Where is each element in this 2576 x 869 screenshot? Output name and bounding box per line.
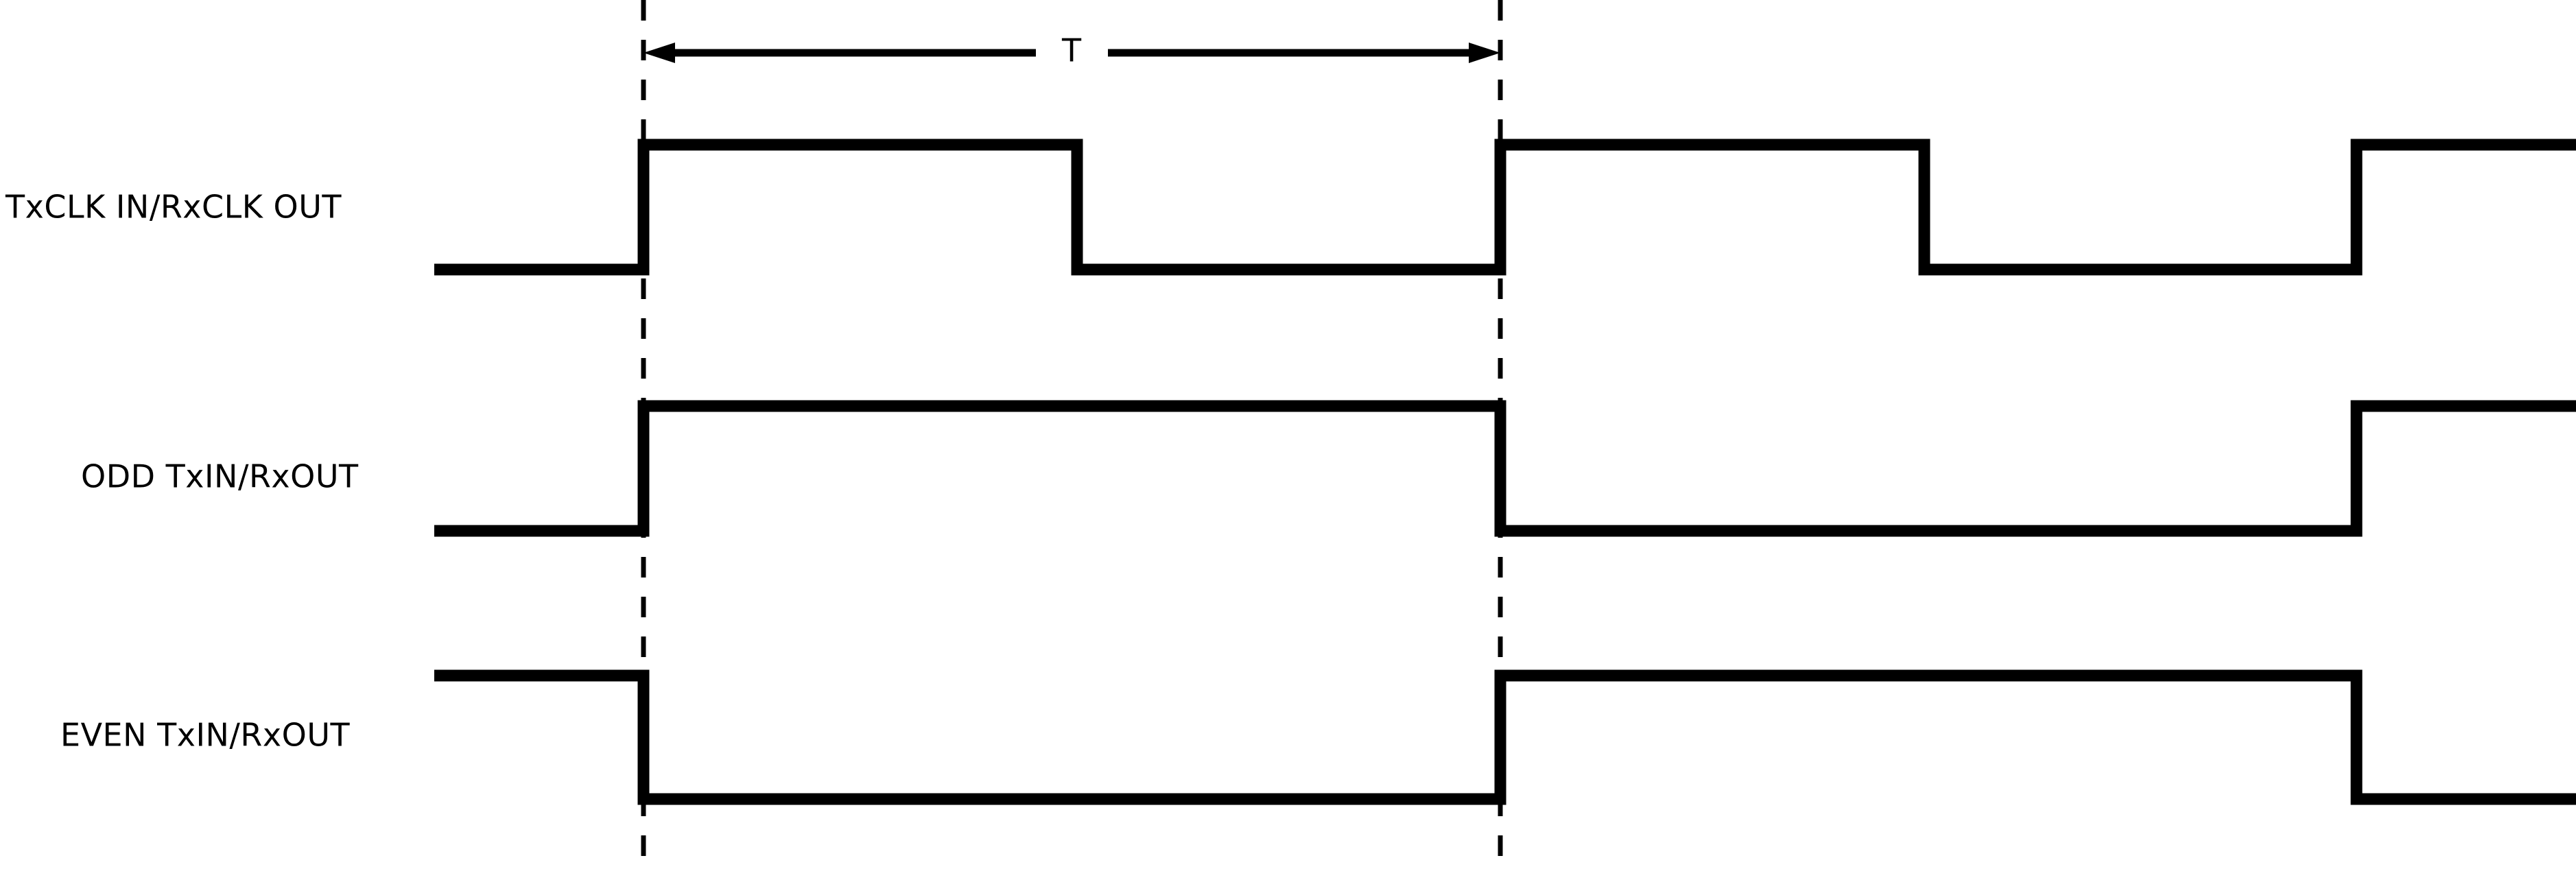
waveform-group	[434, 139, 2576, 805]
period-label: T	[1061, 32, 1082, 69]
waveform-txclk	[434, 139, 2576, 276]
period-arrowhead-right	[1469, 43, 1500, 63]
waveform-even	[434, 669, 2576, 805]
waveform-odd	[434, 400, 2576, 537]
signal-label-txclk: TxCLK IN/RxCLK OUT	[5, 189, 342, 226]
signal-label-odd: ODD TxIN/RxOUT	[81, 458, 359, 495]
period-arrowhead-left	[643, 43, 675, 63]
signal-label-even: EVEN TxIN/RxOUT	[60, 717, 350, 754]
signal-label-group: TxCLK IN/RxCLK OUT ODD TxIN/RxOUT EVEN T…	[5, 189, 359, 754]
period-dimension-group: T	[643, 32, 1500, 69]
